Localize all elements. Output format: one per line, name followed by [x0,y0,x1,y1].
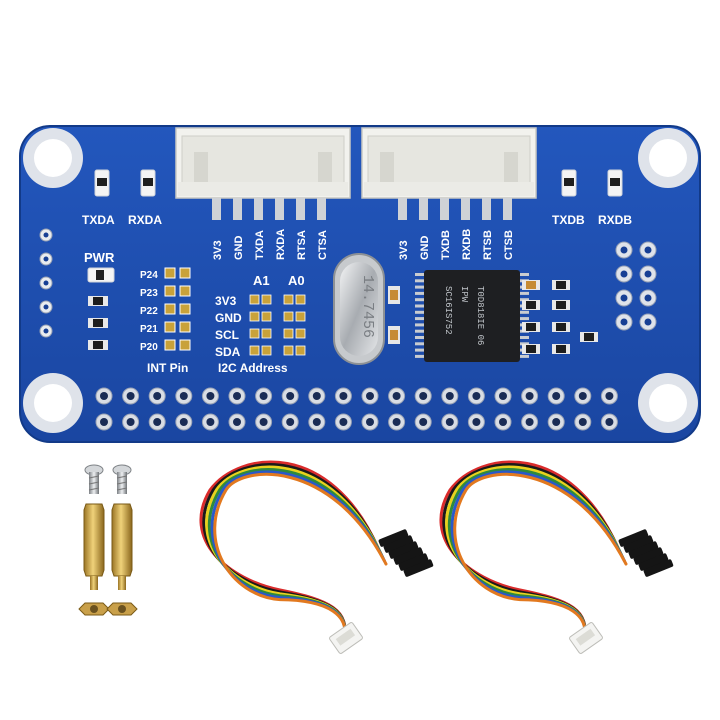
connector-b-solder-pads [398,198,512,220]
connector-pin-label: RTSA [296,230,308,260]
connector-pin-label: 3V3 [398,240,410,260]
dupont-connector [378,529,409,547]
int-pin-name: P21 [140,324,158,335]
connector-a-pin-labels: 3V3 GND TXDA RXDA RTSA CTSA [212,229,329,260]
connector-pin-label: GND [233,236,245,261]
cable-wire [447,468,625,642]
dupont-connector [633,547,664,565]
solder-pad [461,198,470,220]
int-pin-label: INT Pin [147,361,188,375]
txda-label: TXDA [82,213,115,227]
connector-pin-label: GND [419,236,431,261]
cable-wire [202,463,382,642]
connector-pin-label: TXDA [254,230,266,260]
connector-b-pin-labels: 3V3 GND TXDB RXDB RTSB CTSB [398,229,515,260]
dupont-connector [393,547,424,565]
i2c-address-label: I2C Address [218,361,288,375]
right-gpio-pads [615,241,657,331]
uart-cable-left [199,460,434,654]
int-pin-name: P23 [140,288,158,299]
solder-pad [212,198,221,220]
nut [78,602,110,616]
dupont-connector [403,559,434,577]
solder-pad [503,198,512,220]
dupont-connector [638,553,669,571]
connector-pin-label: CTSA [317,230,329,260]
int-pin-name: P22 [140,306,158,317]
connector-a-solder-pads [212,198,326,220]
i2c-signal-name: 3V3 [215,294,237,308]
i2c-signal-name: GND [215,311,242,325]
solder-pad [317,198,326,220]
connector-pin-label: TXDB [440,230,452,260]
solder-pad [398,198,407,220]
dupont-connector [628,541,659,559]
i2c-signal-name: SCL [215,328,239,342]
connector-a [175,127,351,199]
crystal-frequency: 14.7456 [359,275,376,338]
solder-pad [296,198,305,220]
solder-pad [254,198,263,220]
chip-line-3: T0D818IE 06 [475,286,485,345]
cable-wire [442,463,622,642]
connector-pin-label: CTSB [503,230,515,260]
connector-pin-label: RXDA [275,229,287,260]
cable-wire [207,468,385,642]
dupont-connector [618,529,649,547]
uart-cable-right [439,460,674,654]
screw [84,464,104,494]
dupont-connector [388,541,419,559]
solder-pad [440,198,449,220]
smd-components-right [522,280,598,354]
left-pads [39,228,53,338]
solder-pad [233,198,242,220]
int-pin-name: P24 [140,270,158,281]
int-pin-name: P20 [140,342,158,353]
connector-pin-label: RTSB [482,230,494,260]
cable-wire [453,472,628,642]
addr-a1-label: A1 [253,273,270,288]
brass-standoff [111,503,133,590]
chip-line-2: IPW [459,286,469,303]
chip-line-1: SC16IS752 [443,286,453,335]
connector-pin-label: RXDB [461,229,473,260]
status-leds [87,169,623,283]
solder-pad [419,198,428,220]
mounting-holes [23,128,698,433]
dupont-connector [643,559,674,577]
rxda-label: RXDA [128,213,162,227]
screw [112,464,132,494]
cable-wire [445,465,623,642]
brass-standoff [83,503,105,590]
solder-pad [275,198,284,220]
rxdb-label: RXDB [598,213,632,227]
gpio-header-holes [95,387,618,431]
standoff-kit [78,464,138,616]
nut [106,602,138,616]
cable-wire [210,470,386,642]
dupont-connector [383,535,414,553]
txdb-label: TXDB [552,213,585,227]
crystal-oscillator: 14.7456 [333,253,385,365]
cable-wire [205,465,383,642]
dupont-connector [398,553,429,571]
solder-pad [482,198,491,220]
i2c-signal-name: SDA [215,345,241,359]
cable-wire [450,470,626,642]
uart-chip: SC16IS752 IPW T0D818IE 06 [424,270,520,362]
connector-b [361,127,537,199]
dupont-connector [623,535,654,553]
connector-pin-label: 3V3 [212,240,224,260]
cable-wire [213,472,388,642]
addr-a0-label: A0 [288,273,305,288]
smd-components-left [88,296,108,350]
pwr-label: PWR [84,250,115,265]
